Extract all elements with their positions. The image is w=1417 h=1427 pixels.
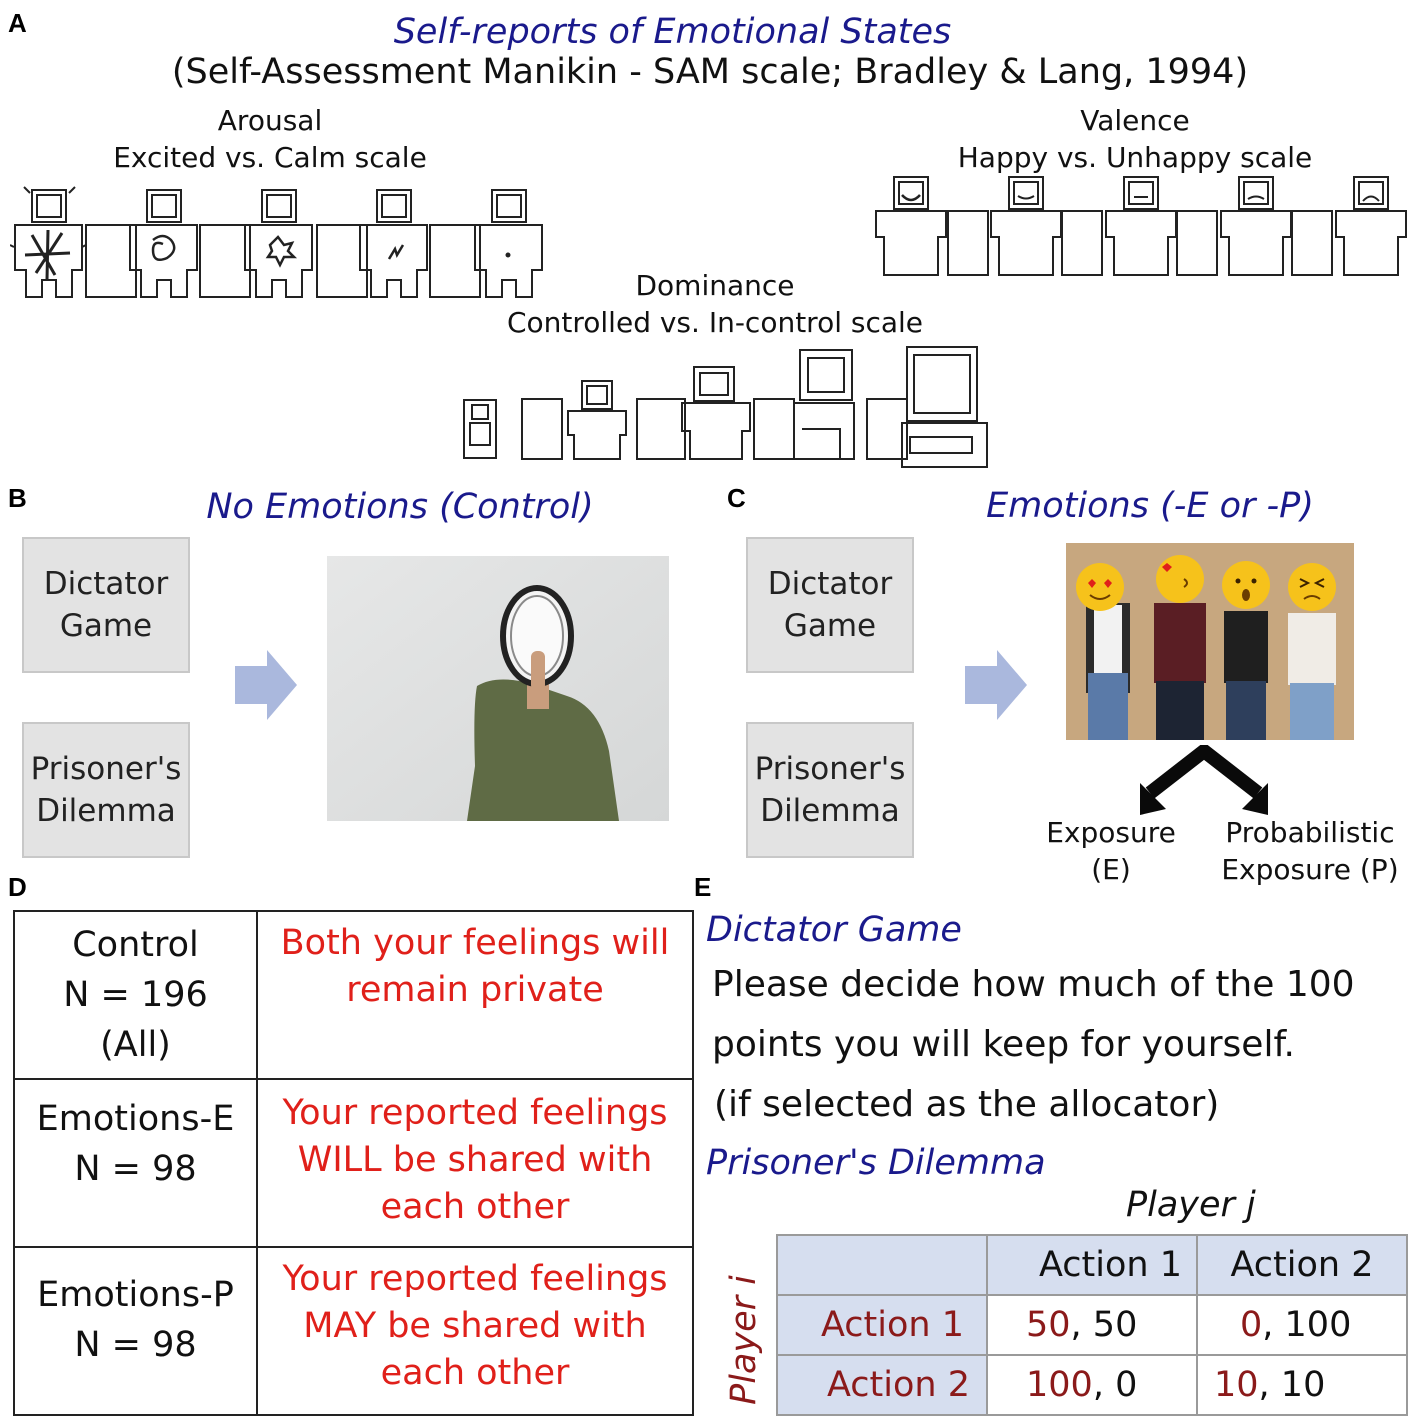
panel-b-title: No Emotions (Control) — [206, 487, 594, 527]
branch-exposure-label: Exposure (E) — [1046, 816, 1176, 886]
payoff-matrix: Action 1 Action 2 Action 1 50, 50 0, 100… — [776, 1234, 1408, 1416]
arousal-title: Arousal — [217, 104, 323, 137]
table-row: Action 2 100, 0 10, 10 — [776, 1354, 1408, 1416]
group-n: N = 98 — [74, 1149, 197, 1189]
panel-label-e: E — [694, 872, 712, 902]
emotions-photo — [1066, 543, 1354, 740]
table-row: Emotions-P N = 98 Your reported feelings… — [13, 1246, 694, 1416]
dictator-game-line-2: points you will keep for yourself. — [712, 1024, 1295, 1065]
panel-label-d: D — [8, 872, 27, 902]
valence-manikin-scale — [875, 176, 1407, 276]
dominance-manikin-3 — [681, 366, 751, 460]
table-row: Emotions-E N = 98 Your reported feelings… — [13, 1078, 694, 1248]
dictator-game-box-b: Dictator Game — [22, 537, 190, 673]
arrow-right-icon — [235, 650, 297, 720]
group-extra: (All) — [100, 1025, 171, 1065]
panel-label-a: A — [8, 8, 27, 38]
arrow-right-icon — [965, 650, 1027, 720]
dominance-manikin-2 — [567, 380, 627, 460]
arousal-manikin-2 — [129, 189, 198, 298]
panel-a-title: Self-reports of Emotional States — [393, 12, 952, 52]
panel-label-c: C — [727, 483, 746, 513]
condition-message: Your reported feelings MAY be shared wit… — [256, 1246, 694, 1416]
group-name: Emotions-P — [37, 1275, 234, 1315]
heart-eyes-emoji-icon — [1076, 563, 1124, 611]
prisoners-dilemma-title: Prisoner's Dilemma — [706, 1143, 1046, 1183]
payoff-i: 50 — [1026, 1305, 1071, 1345]
dominance-manikin-4 — [793, 349, 855, 460]
arousal-scale-label: Excited vs. Calm scale — [113, 141, 427, 174]
group-name: Control — [72, 925, 199, 965]
arousal-manikin-3 — [244, 189, 313, 298]
valence-title: Valence — [1080, 104, 1190, 137]
arousal-manikin-4 — [359, 189, 428, 298]
player-i-label: Player i — [724, 1275, 764, 1405]
valence-manikin-1 — [875, 176, 947, 276]
table-row: Control N = 196 (All) Both your feelings… — [13, 910, 694, 1080]
valence-manikin-4 — [1220, 176, 1292, 276]
valence-manikin-5 — [1335, 176, 1407, 276]
payoff-j: , 100 — [1262, 1305, 1352, 1345]
group-n: N = 196 — [63, 975, 208, 1015]
valence-manikin-3 — [1105, 176, 1177, 276]
branch-arrows-icon — [1140, 745, 1268, 815]
dominance-manikin-1 — [463, 399, 497, 459]
player-j-label: Player j — [1126, 1185, 1256, 1225]
column-header-action-1: Action 1 — [986, 1234, 1198, 1296]
payoff-i: 10 — [1214, 1365, 1259, 1405]
branch-probabilistic-label: Probabilistic Exposure (P) — [1221, 816, 1399, 886]
dictator-game-box-c: Dictator Game — [746, 537, 914, 673]
dominance-manikin-scale — [463, 346, 988, 468]
arousal-manikin-1 — [10, 186, 87, 298]
table-row: Action 1 Action 2 — [776, 1234, 1408, 1296]
row-header-action-1: Action 1 — [776, 1294, 988, 1356]
valence-manikin-2 — [990, 176, 1062, 276]
prisoners-dilemma-box-b: Prisoner's Dilemma — [22, 722, 190, 858]
dominance-manikin-5 — [901, 346, 988, 468]
valence-scale-label: Happy vs. Unhappy scale — [957, 141, 1313, 174]
kiss-emoji-icon — [1156, 555, 1204, 603]
payoff-i: 0 — [1240, 1305, 1263, 1345]
dictator-game-title: Dictator Game — [706, 910, 962, 950]
dominance-scale-label: Controlled vs. In-control scale — [506, 306, 924, 339]
column-header-action-2: Action 2 — [1196, 1234, 1408, 1296]
dominance-title: Dominance — [635, 269, 795, 302]
arousal-manikin-5 — [474, 189, 543, 298]
group-name: Emotions-E — [36, 1099, 235, 1139]
group-n: N = 98 — [74, 1325, 197, 1365]
payoff-i: 100 — [1026, 1365, 1093, 1405]
condition-message: Both your feelings will remain private — [256, 910, 694, 1080]
control-photo — [327, 556, 669, 821]
panel-a-subtitle: (Self-Assessment Manikin - SAM scale; Br… — [171, 52, 1249, 92]
panel-label-b: B — [8, 483, 27, 513]
payoff-j: , 0 — [1092, 1365, 1138, 1405]
dictator-game-line-3: (if selected as the allocator) — [714, 1084, 1220, 1125]
dictator-game-line-1: Please decide how much of the 100 — [712, 964, 1355, 1005]
surprised-emoji-icon — [1222, 561, 1270, 609]
arousal-manikin-scale — [10, 186, 543, 298]
condition-message: Your reported feelings WILL be shared wi… — [256, 1078, 694, 1248]
payoff-j: , 10 — [1258, 1365, 1326, 1405]
payoff-j: , 50 — [1070, 1305, 1138, 1345]
prisoners-dilemma-box-c: Prisoner's Dilemma — [746, 722, 914, 858]
conditions-table: Control N = 196 (All) Both your feelings… — [13, 910, 694, 1416]
table-row: Action 1 50, 50 0, 100 — [776, 1294, 1408, 1356]
panel-c-title: Emotions (-E or -P) — [986, 486, 1314, 526]
frustrated-emoji-icon — [1288, 563, 1336, 611]
row-header-action-2: Action 2 — [776, 1354, 988, 1416]
